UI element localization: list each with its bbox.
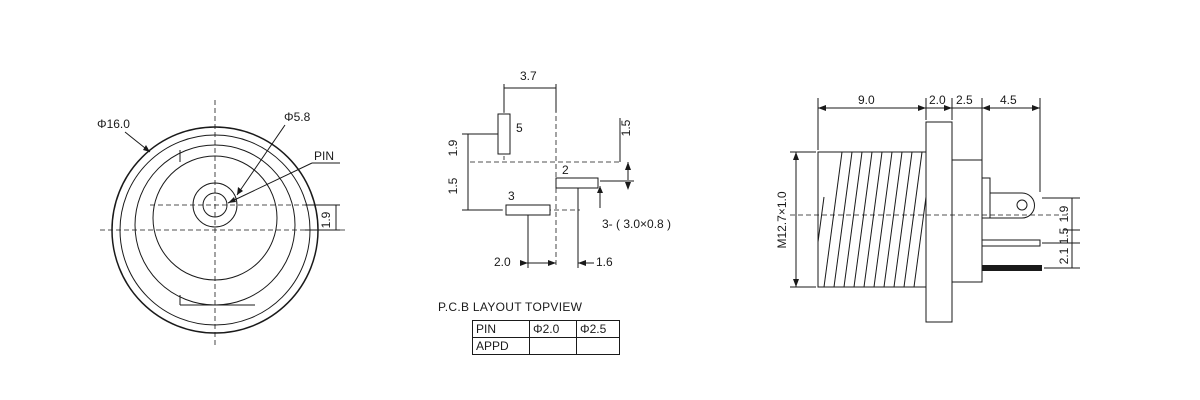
pad-5 xyxy=(497,113,511,155)
top-width-dimension: 3.7 xyxy=(520,69,537,83)
table-row: APPD xyxy=(472,337,620,355)
pin-5-label: 5 xyxy=(516,121,523,135)
inner-circle xyxy=(152,155,278,281)
pcb-layout-title: P.C.B LAYOUT TOPVIEW xyxy=(438,300,583,314)
pcb-layout: 5 2 3 3.7 1.9 1.5 1.5 3- ( 3.0×0.8 ) 2.0 xyxy=(446,69,671,269)
left-lower-dimension: 1.5 xyxy=(446,177,460,194)
table-row: PIN Φ2.0 Φ2.5 xyxy=(472,320,620,338)
table-cell xyxy=(529,337,577,355)
center-pin xyxy=(202,192,228,218)
pin-label: PIN xyxy=(314,149,334,163)
offset-dimension: 1.9 xyxy=(319,211,333,228)
jack-ring xyxy=(192,182,238,228)
length-1: 9.0 xyxy=(858,93,875,107)
side-view: 9.0 2.0 2.5 4.5 M12.7×1.0 1.9 1.5 2.1 xyxy=(775,93,1080,323)
thread-lines xyxy=(817,151,927,288)
side-dim-2: 1.5 xyxy=(1057,227,1071,244)
pad-size-table: PIN Φ2.0 Φ2.5 APPD xyxy=(472,320,620,355)
thread-dimension: M12.7×1.0 xyxy=(775,191,789,248)
slot-spec: 3- ( 3.0×0.8 ) xyxy=(602,217,671,231)
rear-tab xyxy=(981,177,991,219)
outer-diameter-label: Φ16.0 xyxy=(97,117,130,131)
length-2: 2.0 xyxy=(929,93,946,107)
side-dim-1: 1.9 xyxy=(1057,205,1071,222)
pad-2 xyxy=(555,177,599,189)
pin-middle xyxy=(981,239,1041,247)
right-upper-dimension: 1.5 xyxy=(619,119,633,136)
table-cell: PIN xyxy=(472,320,530,338)
solder-lug xyxy=(989,192,1035,219)
length-3: 2.5 xyxy=(956,93,973,107)
side-dim-3: 2.1 xyxy=(1057,247,1071,264)
table-cell xyxy=(576,337,620,355)
rear-body xyxy=(951,159,983,283)
table-cell: Φ2.5 xyxy=(576,320,620,338)
pin-3-label: 3 xyxy=(508,189,515,203)
table-cell: Φ2.0 xyxy=(529,320,577,338)
bottom-right-dimension: 1.6 xyxy=(596,255,613,269)
pin-lower xyxy=(982,265,1042,271)
bottom-left-dimension: 2.0 xyxy=(494,255,511,269)
front-view: 1.9 Φ16.0 Φ5.8 PIN xyxy=(97,100,345,345)
flange xyxy=(925,121,953,323)
table-cell: APPD xyxy=(472,337,530,355)
inner-diameter-label: Φ5.8 xyxy=(284,110,311,124)
pin-2-label: 2 xyxy=(562,163,569,177)
pad-3 xyxy=(505,204,551,216)
left-upper-dimension: 1.9 xyxy=(446,139,460,156)
length-4: 4.5 xyxy=(1000,93,1017,107)
